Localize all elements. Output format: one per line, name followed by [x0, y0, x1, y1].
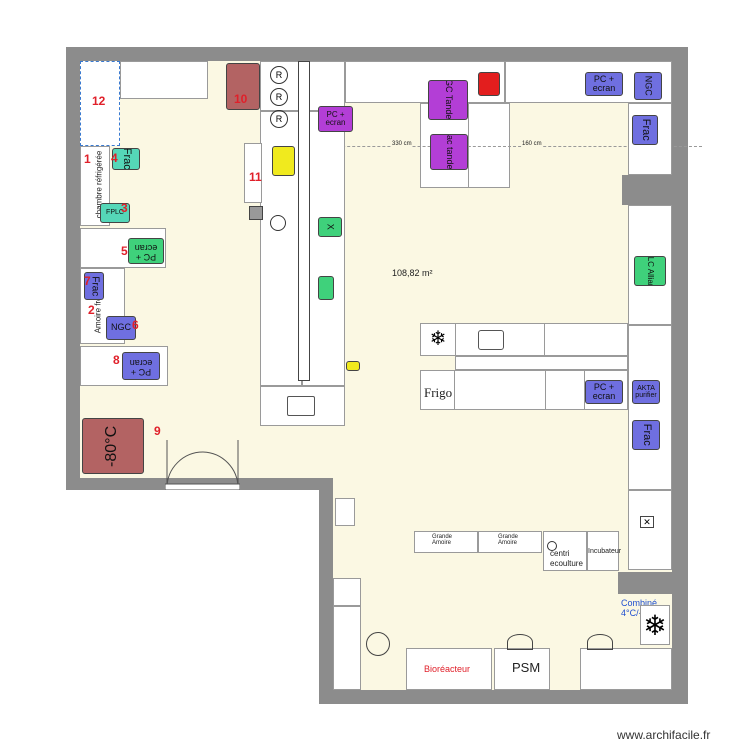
hplc-alliance: HPLC Alliance	[634, 256, 666, 286]
small-circle	[270, 215, 286, 231]
bioreacteur-bench	[406, 648, 492, 690]
number-5: 5	[121, 244, 128, 258]
dimension-160: 160 cm	[522, 141, 542, 147]
bench-right-4	[628, 490, 672, 570]
chair-2-icon	[507, 634, 533, 650]
door	[164, 440, 241, 491]
grande-amoire-2-label: Grande Amoire	[498, 534, 519, 546]
lab-floor-top	[80, 61, 672, 478]
green-device-2	[318, 276, 334, 300]
pc-ecran-5: PC + ecran	[128, 238, 164, 264]
incubateur-label: Incubateur	[588, 548, 622, 555]
grey-small-box	[249, 206, 263, 220]
centri-circle-icon	[547, 541, 557, 551]
number-10: 10	[234, 92, 248, 106]
dimension-line	[312, 146, 702, 147]
combine-freezer-icon: ❄	[640, 605, 670, 645]
combine-label: Combiné	[621, 598, 658, 608]
pc-ecran-8: PC + ecran	[122, 352, 160, 380]
box-12	[80, 61, 120, 146]
frac-7: Frac	[84, 272, 104, 300]
psm-label: PSM	[512, 660, 541, 675]
frigo-label: Frigo	[424, 385, 453, 400]
frac-4: Frac	[112, 148, 140, 170]
number-9: 9	[154, 424, 161, 438]
bench-top-left	[120, 61, 208, 99]
freezer-icon: ❄	[429, 328, 447, 350]
box-10	[226, 63, 260, 110]
centri-box	[543, 531, 587, 571]
x-box-icon: ✕	[640, 516, 654, 528]
island-divider	[455, 356, 628, 370]
number-2: 2	[88, 303, 95, 317]
inner-wall-corner	[319, 478, 333, 704]
akta-purifier: AKTA purifier	[632, 380, 660, 404]
area-label: 108,82 m²	[392, 268, 433, 278]
number-1: 1	[84, 152, 91, 166]
watermark: www.archifacile.fr	[617, 728, 711, 742]
door-swing-icon	[164, 440, 241, 491]
yellow-small	[346, 361, 360, 371]
pillar-right-1	[622, 175, 672, 205]
centri-sub-label: ecoulture	[550, 559, 583, 568]
small-left-box-2	[333, 578, 361, 606]
pillar-right-2	[618, 572, 672, 594]
column-separator	[298, 61, 310, 381]
bench-bottom-right	[580, 648, 672, 690]
pc-ecran-purple: PC + ecran	[318, 106, 353, 132]
item-11-box	[244, 143, 262, 203]
grande-amoire-2	[478, 531, 542, 553]
sink-bench	[260, 386, 345, 426]
number-4: 4	[111, 151, 118, 165]
yellow-device	[272, 146, 295, 176]
r-circle-1: R	[270, 66, 288, 84]
ngc-tandem: NGC Tandem	[428, 80, 468, 120]
pc-ecran-island: PC + ecran	[585, 380, 623, 404]
pc-ecran-top-right: PC + ecran	[585, 72, 623, 96]
number-12: 12	[92, 94, 106, 108]
chair-1-icon	[366, 632, 390, 656]
centri-label: centri	[550, 549, 570, 558]
fplc-3: FPLC	[100, 203, 130, 223]
bioreacteur-label: Bioréacteur	[424, 664, 471, 674]
number-8: 8	[113, 353, 120, 367]
freezer-minus80: -80°C	[82, 418, 144, 474]
frac-tandem: Frac tandem	[430, 134, 468, 170]
r-circle-2: R	[270, 88, 288, 106]
dimension-330: 330 cm	[392, 141, 412, 147]
green-device-1: X	[318, 217, 342, 237]
bench-right-3	[628, 325, 672, 490]
sink-icon-2	[287, 396, 315, 416]
sink-icon	[478, 330, 504, 350]
red-device	[478, 72, 500, 96]
frac-right: Frac	[632, 420, 660, 450]
left-bottom-bench	[333, 606, 361, 690]
ngc-6: NGC	[106, 316, 136, 340]
ngc-top-right: NGC	[634, 72, 662, 100]
number-7: 7	[84, 274, 91, 288]
frac-top-right: Frac	[632, 115, 658, 145]
outside-region	[66, 490, 319, 750]
number-6: 6	[132, 318, 139, 332]
small-left-box	[335, 498, 355, 526]
number-11: 11	[249, 170, 262, 184]
number-3: 3	[121, 201, 128, 215]
chair-3-icon	[587, 634, 613, 650]
grande-amoire-1-label: Grande Amoire	[432, 534, 453, 546]
bench-tandem-right	[468, 103, 510, 188]
r-circle-3: R	[270, 110, 288, 128]
incubateur-box	[587, 531, 619, 571]
grande-amoire-1	[414, 531, 478, 553]
psm-bench	[494, 648, 550, 690]
frigo-box	[420, 370, 455, 410]
island-cell-2	[545, 370, 585, 410]
